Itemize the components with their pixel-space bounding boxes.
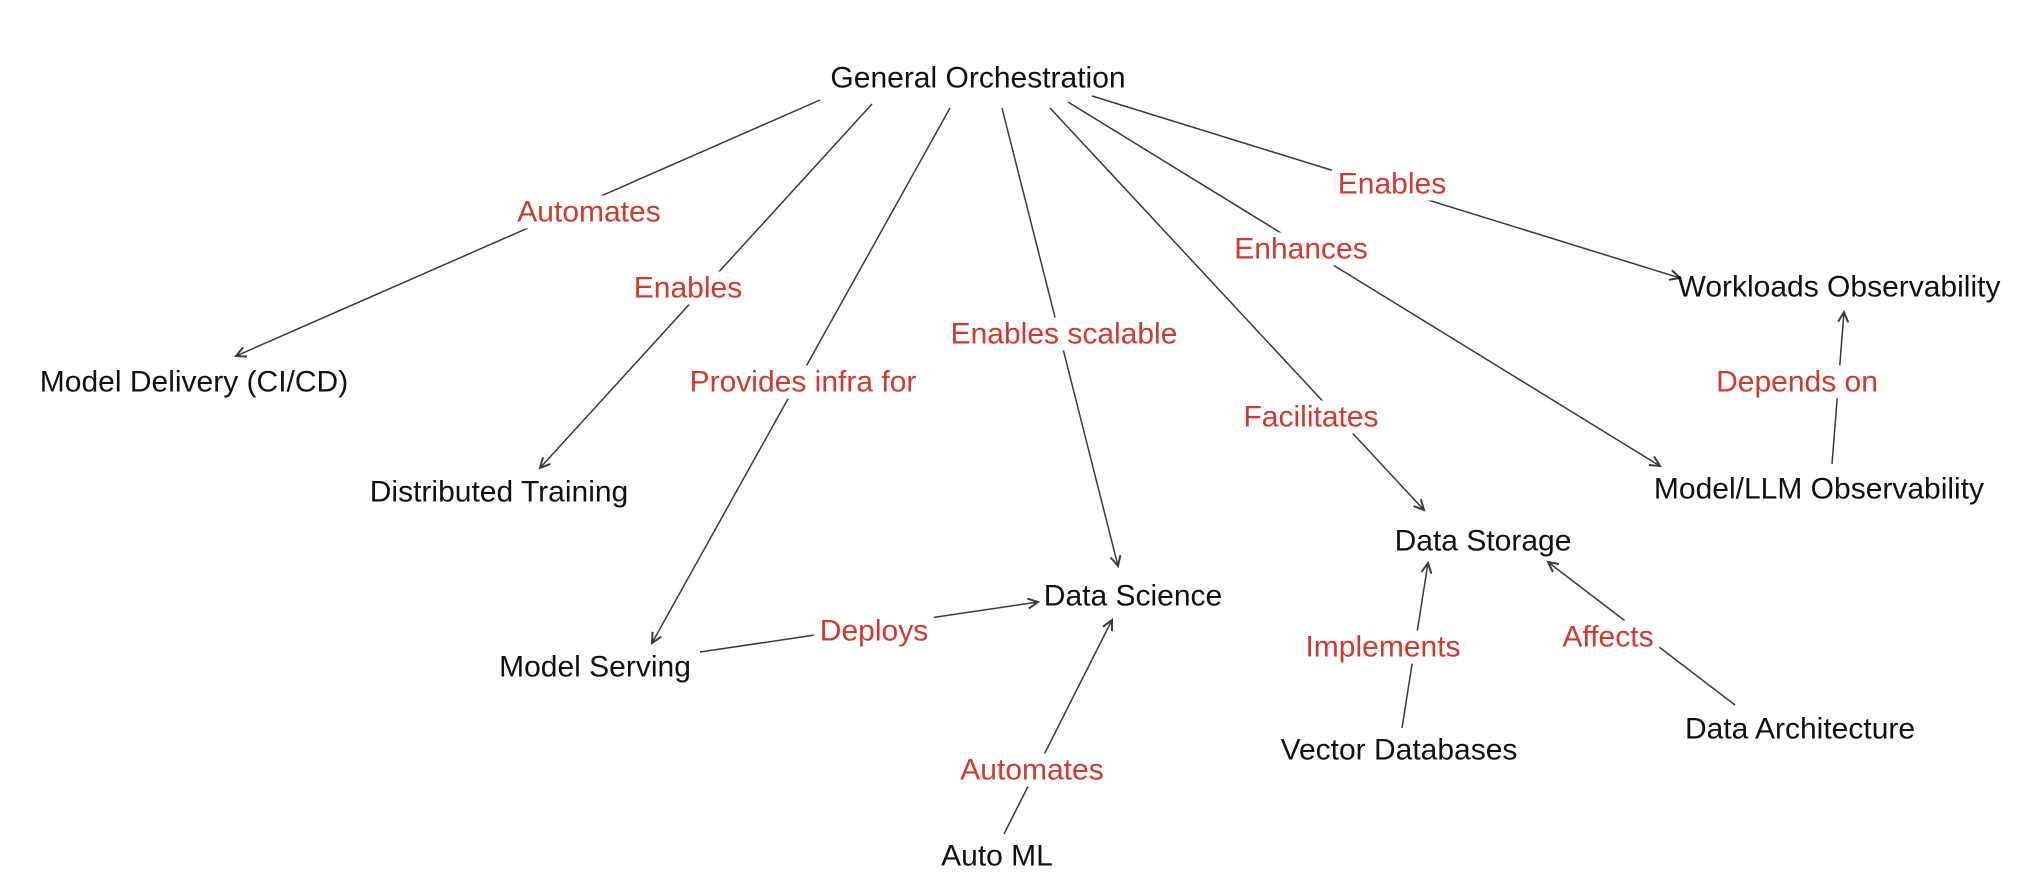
node-general-orchestration: General Orchestration bbox=[830, 61, 1126, 95]
edge-label-auto-ml-to-data-science: Automates bbox=[954, 753, 1110, 787]
node-data-science: Data Science bbox=[1043, 579, 1223, 613]
node-model-delivery: Model Delivery (CI/CD) bbox=[39, 365, 349, 399]
edge-auto-ml-to-data-science bbox=[1003, 618, 1114, 835]
edge-label-general-orchestration-to-model-delivery: Automates bbox=[511, 195, 667, 229]
edge-general-orchestration-to-data-storage bbox=[1049, 107, 1426, 512]
edge-label-data-architecture-to-data-storage: Affects bbox=[1556, 620, 1660, 654]
node-data-storage: Data Storage bbox=[1394, 524, 1572, 558]
edge-label-general-orchestration-to-data-storage: Facilitates bbox=[1237, 400, 1385, 434]
node-distributed-training: Distributed Training bbox=[369, 475, 629, 509]
edge-label-model-llm-observability-to-workloads-observability: Depends on bbox=[1710, 365, 1884, 399]
node-model-serving: Model Serving bbox=[499, 650, 691, 684]
edge-label-general-orchestration-to-model-serving: Provides infra for bbox=[683, 365, 923, 399]
edge-general-orchestration-to-model-llm-observability bbox=[1067, 101, 1662, 468]
edge-label-general-orchestration-to-model-llm-observability: Enhances bbox=[1228, 232, 1374, 266]
node-auto-ml: Auto ML bbox=[941, 839, 1053, 873]
edge-label-general-orchestration-to-data-science: Enables scalable bbox=[944, 317, 1184, 351]
edge-label-general-orchestration-to-distributed-training: Enables bbox=[627, 271, 749, 305]
edge-label-general-orchestration-to-workloads-observability: Enables bbox=[1331, 167, 1453, 201]
node-vector-databases: Vector Databases bbox=[1280, 733, 1518, 767]
node-model-llm-observability: Model/LLM Observability bbox=[1653, 472, 1985, 506]
edge-label-vector-databases-to-data-storage: Implements bbox=[1299, 630, 1467, 664]
edge-label-model-serving-to-data-science: Deploys bbox=[813, 614, 935, 648]
node-workloads-observability: Workloads Observability bbox=[1677, 270, 2001, 304]
node-data-architecture: Data Architecture bbox=[1684, 712, 1916, 746]
